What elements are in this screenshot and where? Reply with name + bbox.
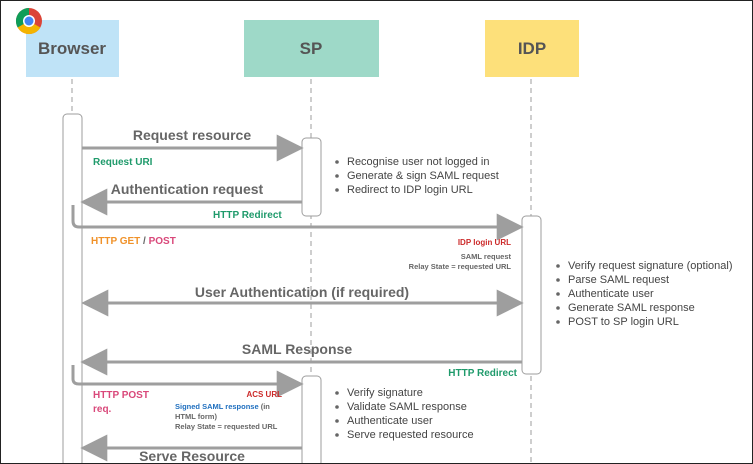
saml-request-label: SAML request	[461, 252, 512, 261]
sp-activation-1	[301, 137, 322, 217]
signed-saml-response-line: Signed SAML response (in	[175, 402, 270, 411]
http-redirect-label-2: HTTP Redirect	[448, 368, 517, 379]
idp-note-1: Verify request signature (optional)	[568, 260, 732, 272]
http-redirect-label-1: HTTP Redirect	[213, 210, 282, 221]
post-label: POST	[149, 236, 176, 247]
acs-url-label: ACS URL	[246, 390, 282, 399]
user-authentication-label: User Authentication (if required)	[195, 284, 409, 300]
serve-resource-label: Serve Resource	[139, 448, 245, 463]
http-get-post-label: HTTP GET / POST	[91, 236, 176, 247]
http-post-arrow	[71, 365, 304, 398]
idp-note-5: POST to SP login URL	[568, 316, 679, 328]
in-paren-label: (in	[259, 402, 271, 411]
browser-box	[26, 20, 119, 77]
browser-activation	[62, 113, 83, 463]
sp-note-2-1: Verify signature	[347, 387, 423, 399]
sp-note-2-2: Validate SAML response	[347, 401, 467, 413]
sp-participant: SP	[244, 20, 379, 77]
http-post-label: HTTP POST	[93, 390, 149, 401]
sp-note-1-2: Generate & sign SAML request	[347, 170, 499, 182]
sp-notes-first: Recognise user not logged in Generate & …	[335, 156, 499, 196]
saml-response-label: SAML Response	[242, 341, 352, 357]
html-form-label: HTML form)	[175, 412, 217, 421]
idp-activation	[521, 215, 542, 375]
signed-saml-response-label: Signed SAML response	[175, 402, 259, 411]
sp-title: SP	[300, 39, 323, 58]
idp-note-4: Generate SAML response	[568, 302, 695, 314]
idp-title: IDP	[518, 39, 546, 58]
req-label: req.	[93, 404, 112, 415]
relay-state-label-2: Relay State = requested URL	[175, 422, 278, 431]
relay-state-label-1: Relay State = requested URL	[409, 262, 512, 271]
chrome-icon	[15, 7, 42, 35]
sp-note-1-1: Recognise user not logged in	[347, 156, 489, 168]
idp-note-3: Authenticate user	[568, 288, 654, 300]
sp-note-1-3: Redirect to IDP login URL	[347, 184, 473, 196]
request-uri-label: Request URI	[93, 157, 153, 168]
sp-box	[244, 20, 379, 77]
http-get-label: HTTP GET	[91, 236, 140, 247]
idp-login-url-label: IDP login URL	[458, 238, 511, 247]
sp-note-2-3: Authenticate user	[347, 415, 433, 427]
idp-box	[485, 20, 579, 77]
sp-note-2-4: Serve requested resource	[347, 429, 474, 441]
slash-label: /	[140, 236, 148, 247]
idp-notes: Verify request signature (optional) Pars…	[556, 260, 732, 328]
request-resource-label: Request resource	[133, 127, 251, 143]
browser-participant: Browser	[26, 20, 119, 77]
browser-title: Browser	[38, 39, 106, 58]
authentication-request-label: Authentication request	[111, 181, 264, 197]
idp-participant: IDP	[485, 20, 579, 77]
sp-activation-2	[301, 375, 322, 463]
idp-note-2: Parse SAML request	[568, 274, 669, 286]
sp-notes-second: Verify signature Validate SAML response …	[335, 387, 474, 441]
http-redirect-arrow	[71, 205, 524, 241]
